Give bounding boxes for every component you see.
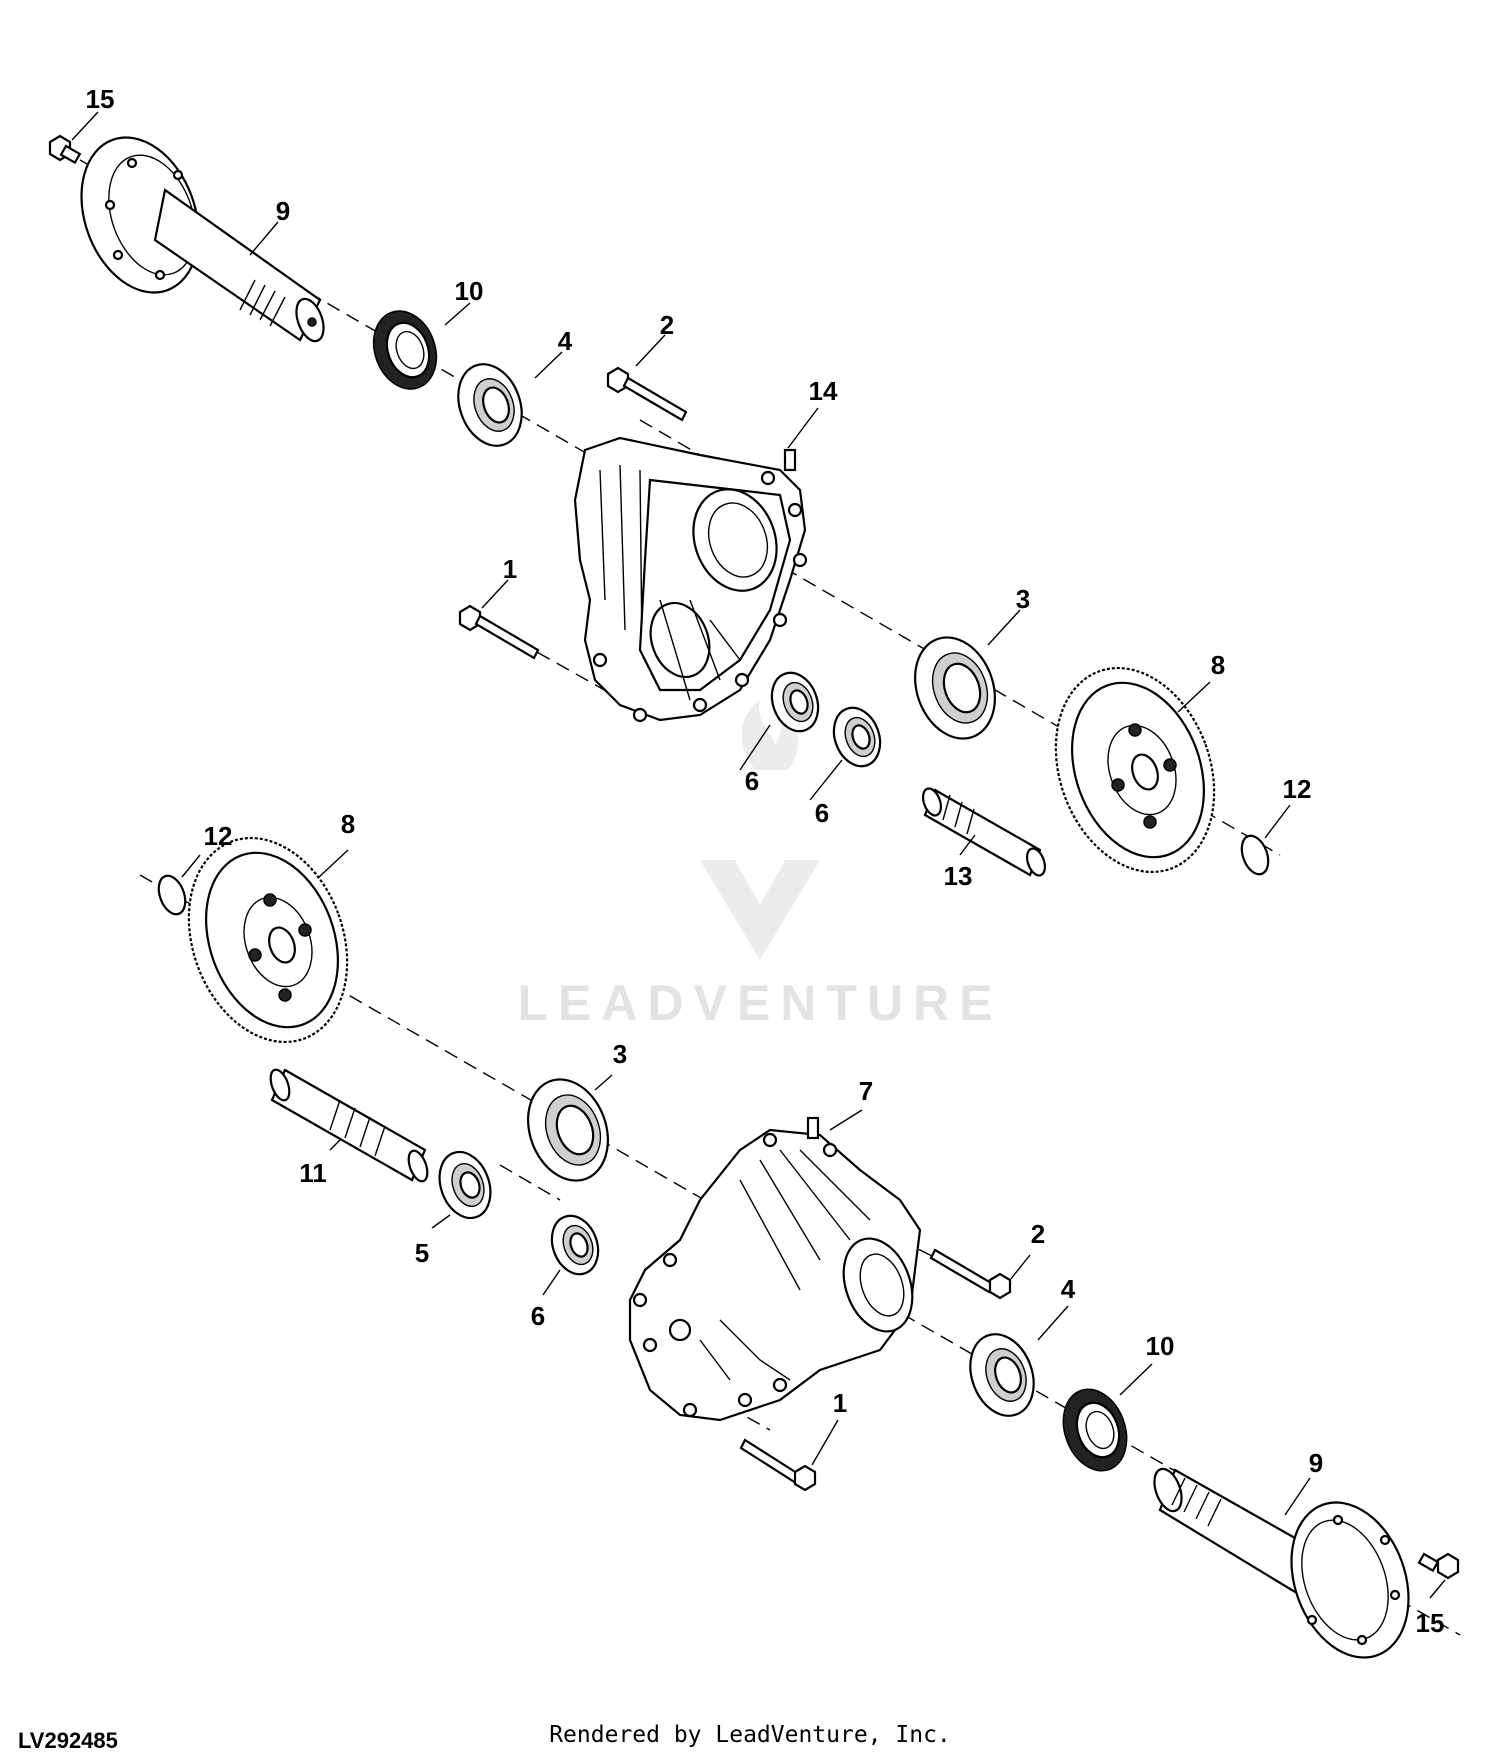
part-12-snap-ring — [157, 874, 187, 916]
part-8-gear — [1054, 666, 1216, 874]
callout-6: 6 — [531, 1301, 545, 1331]
part-2-bolt — [606, 366, 688, 422]
part-7-lower-housing — [628, 1116, 922, 1422]
callout-2: 2 — [660, 310, 674, 340]
part-6-bearing — [550, 1214, 600, 1276]
rendered-by-footer: Rendered by LeadVenture, Inc. — [549, 1722, 951, 1748]
part-2-bolt — [929, 1248, 1012, 1300]
callout-12: 12 — [204, 821, 233, 851]
part-4-bearing — [457, 363, 523, 447]
callout-12: 12 — [1283, 774, 1312, 804]
callout-13: 13 — [944, 861, 973, 891]
part-12-snap-ring — [1240, 834, 1270, 876]
part-9-axle-shaft — [80, 136, 325, 343]
callout-5: 5 — [415, 1238, 429, 1268]
part-6-bearing — [770, 671, 820, 733]
part-15-bolt — [48, 134, 82, 165]
callout-9: 9 — [276, 196, 290, 226]
part-6-bearing — [832, 706, 882, 768]
callout-8: 8 — [341, 809, 355, 839]
callout-4: 4 — [1061, 1274, 1076, 1304]
part-11-shaft — [269, 1068, 429, 1183]
callout-15: 15 — [1416, 1608, 1445, 1638]
callout-15: 15 — [86, 84, 115, 114]
watermark-text: LEADVENTURE — [517, 975, 1002, 1031]
callout-10: 10 — [455, 276, 484, 306]
part-9-axle-shaft — [1153, 1467, 1410, 1659]
watermark-v-icon — [700, 860, 820, 960]
callout-1: 1 — [833, 1388, 847, 1418]
callout-labels: 15 9 10 4 2 14 1 3 8 6 6 12 13 12 8 3 7 … — [86, 84, 1445, 1638]
part-8-gear — [187, 836, 349, 1044]
callout-7: 7 — [859, 1076, 873, 1106]
part-10-seal — [1062, 1388, 1128, 1472]
part-5-bearing — [438, 1150, 492, 1220]
part-13-shaft — [921, 787, 1047, 877]
part-4-bearing — [969, 1333, 1035, 1417]
callout-6: 6 — [745, 766, 759, 796]
part-14-upper-housing — [573, 436, 808, 723]
part-1-bolt — [458, 604, 540, 660]
part-15-bolt — [1417, 1552, 1460, 1580]
callout-4: 4 — [558, 326, 573, 356]
callout-8: 8 — [1211, 650, 1225, 680]
leader-lines — [71, 111, 1446, 1599]
part-3-bearing — [914, 636, 996, 740]
part-1-bolt — [739, 1438, 817, 1492]
callout-9: 9 — [1309, 1448, 1323, 1478]
callout-1: 1 — [503, 554, 517, 584]
callout-3: 3 — [613, 1039, 627, 1069]
figure-id-label: LV292485 — [18, 1728, 118, 1753]
callout-6: 6 — [815, 798, 829, 828]
part-10-seal — [372, 310, 438, 390]
part-3-bearing — [527, 1078, 609, 1182]
leadventure-watermark: LEADVENTURE — [517, 695, 1002, 1031]
callout-10: 10 — [1146, 1331, 1175, 1361]
callout-11: 11 — [299, 1158, 327, 1188]
callout-14: 14 — [809, 376, 838, 406]
callout-3: 3 — [1016, 584, 1030, 614]
callout-2: 2 — [1031, 1219, 1045, 1249]
